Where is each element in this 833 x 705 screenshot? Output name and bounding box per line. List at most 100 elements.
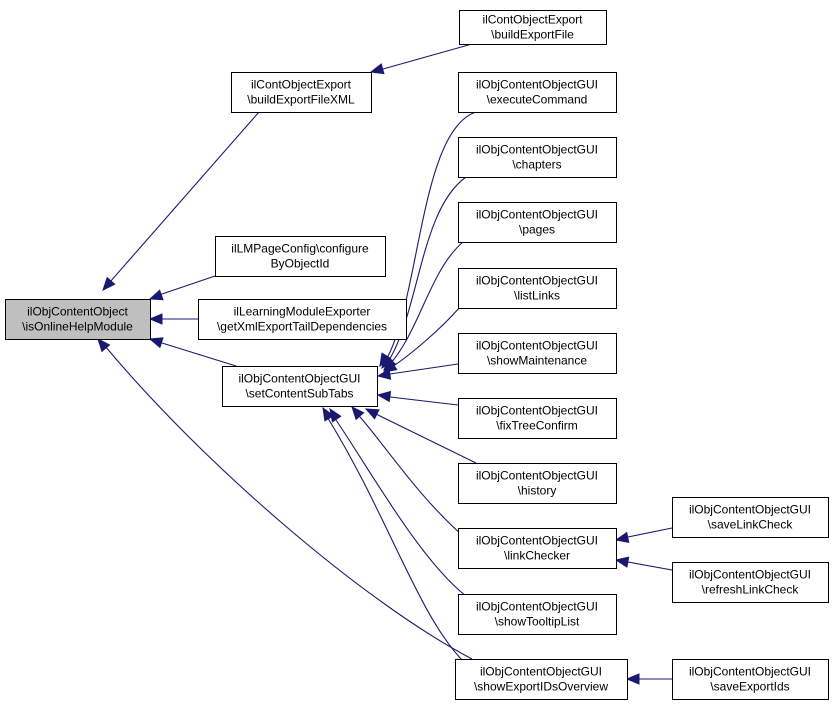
node-label-line: ilLearningModuleExporter xyxy=(234,305,371,319)
edge-connector xyxy=(102,281,111,291)
node-slc[interactable]: ilObjContentObjectGUI\saveLinkCheck xyxy=(672,497,829,538)
edge-hist-to-subtabs xyxy=(364,408,477,464)
node-rlc[interactable]: ilObjContentObjectGUI\refreshLinkCheck xyxy=(672,562,829,603)
node-label-line: ilObjContentObjectGUI xyxy=(480,665,602,679)
edge-connector xyxy=(377,373,391,377)
node-label-line: \getXmlExportTailDependencies xyxy=(217,320,387,334)
node-label-line: ilObjContentObjectGUI xyxy=(476,143,598,157)
arrowhead xyxy=(322,406,335,422)
edge-tt-to-subtabs xyxy=(329,407,467,597)
node-hist[interactable]: ilObjContentObjectGUI\history xyxy=(458,463,617,504)
node-label-line: \listLinks xyxy=(514,289,560,303)
node-box xyxy=(458,137,617,178)
node-label-line: ilObjContentObjectGUI xyxy=(689,503,811,517)
node-box xyxy=(455,659,628,700)
edge-line xyxy=(389,396,459,406)
node-lme[interactable]: ilLearningModuleExporter\getXmlExportTai… xyxy=(198,299,407,340)
edge-rlc-to-lc xyxy=(614,556,673,571)
edge-connector xyxy=(377,394,391,398)
edge-line xyxy=(387,176,467,363)
edges-layer xyxy=(97,43,673,685)
edge-sei-to-seo xyxy=(625,673,672,685)
node-label-line: \fixTreeConfirm xyxy=(496,419,578,433)
node-box xyxy=(672,659,829,700)
edge-lme-to-root xyxy=(148,313,198,325)
edge-connector xyxy=(365,408,379,416)
node-pages[interactable]: ilObjContentObjectGUI\pages xyxy=(458,202,617,243)
node-label-line: ilObjContentObjectGUI xyxy=(476,600,598,614)
node-tt[interactable]: ilObjContentObjectGUI\showTooltipList xyxy=(458,594,617,635)
node-label-line: ilContObjectExport xyxy=(482,13,583,27)
edge-seo-to-root xyxy=(97,338,473,660)
node-label-line: \linkChecker xyxy=(504,549,570,563)
node-label-line: ilObjContentObjectGUI xyxy=(476,78,598,92)
node-label-line: ilObjContentObjectGUI xyxy=(476,534,598,548)
arrowhead xyxy=(382,360,398,373)
edge-line xyxy=(377,414,477,464)
edge-slc-to-lc xyxy=(614,527,673,544)
edge-line xyxy=(161,275,216,295)
edge-line xyxy=(335,419,467,597)
edge-connector xyxy=(149,293,163,300)
node-root[interactable]: ilObjContentObject\isOnlineHelpModule xyxy=(5,299,151,340)
edge-subtabs-to-root xyxy=(148,337,237,367)
edge-links-to-subtabs xyxy=(382,306,461,373)
edge-connector xyxy=(615,536,629,541)
node-box xyxy=(672,497,829,538)
node-label-line: ilObjContentObjectGUI xyxy=(476,208,598,222)
node-box xyxy=(459,10,607,45)
node-label-line: ilObjContentObjectGUI xyxy=(689,568,811,582)
node-label-line: \showMaintenance xyxy=(487,354,587,368)
node-label-line: \executeCommand xyxy=(487,93,588,107)
nodes-layer: ilObjContentObject\isOnlineHelpModule ilC… xyxy=(5,10,829,700)
edge-line xyxy=(382,43,473,70)
node-label-line: ilObjContentObjectGUI xyxy=(476,274,598,288)
edge-line xyxy=(104,345,473,660)
edge-connector xyxy=(322,407,330,421)
edge-line xyxy=(161,342,237,367)
node-label-line: \buildExportFile xyxy=(491,28,574,42)
edge-connector xyxy=(329,408,337,421)
node-links[interactable]: ilObjContentObjectGUI\listLinks xyxy=(458,268,617,309)
node-label-line: ilObjContentObjectGUI xyxy=(476,469,598,483)
node-subtabs[interactable]: ilObjContentObjectGUI\setContentSubTabs xyxy=(222,366,378,407)
node-box xyxy=(198,299,407,340)
node-box xyxy=(672,562,829,603)
node-label-line: ilObjContentObjectGUI xyxy=(238,372,360,386)
node-label-line: ilObjContentObjectGUI xyxy=(689,665,811,679)
node-sei[interactable]: ilObjContentObjectGUI\saveExportIds xyxy=(672,659,829,700)
edge-connector xyxy=(615,559,629,563)
edge-line xyxy=(109,111,260,283)
node-box xyxy=(5,299,151,340)
node-box xyxy=(458,333,617,374)
edge-lmpc-to-root xyxy=(148,275,216,301)
edge-cxml-to-root xyxy=(102,111,260,291)
node-label-line: \setContentSubTabs xyxy=(245,387,353,401)
node-label-line: ilObjContentObjectGUI xyxy=(476,404,598,418)
node-chap[interactable]: ilObjContentObjectGUI\chapters xyxy=(458,137,617,178)
node-seo[interactable]: ilObjContentObjectGUI\showExportIDsOverv… xyxy=(455,659,628,700)
edge-connector xyxy=(149,338,163,344)
node-label-line: \refreshLinkCheck xyxy=(702,583,800,597)
node-label-line: ilObjContentObjectGUI xyxy=(476,339,598,353)
node-maint[interactable]: ilObjContentObjectGUI\showMaintenance xyxy=(458,333,617,374)
edge-maint-to-subtabs xyxy=(376,363,459,380)
node-box xyxy=(231,72,372,113)
node-label-line: \saveLinkCheck xyxy=(708,518,794,532)
node-box xyxy=(458,268,617,309)
edge-connector xyxy=(97,338,106,347)
node-box xyxy=(222,366,378,407)
node-box xyxy=(458,594,617,635)
node-lc[interactable]: ilObjContentObjectGUI\linkChecker xyxy=(458,528,617,569)
node-cxml[interactable]: ilContObjectExport\buildExportFileXML xyxy=(231,72,372,113)
node-label-line: \showExportIDsOverview xyxy=(474,680,608,694)
node-label-line: \pages xyxy=(519,223,555,237)
node-label-line: ByObjectId xyxy=(271,257,330,271)
node-box xyxy=(458,528,617,569)
node-label-line: \chapters xyxy=(512,158,561,172)
node-exec[interactable]: ilObjContentObjectGUI\executeCommand xyxy=(458,72,617,113)
node-cfile[interactable]: ilContObjectExport\buildExportFile xyxy=(459,10,607,45)
node-fix[interactable]: ilObjContentObjectGUI\fixTreeConfirm xyxy=(458,398,617,439)
edge-connector xyxy=(351,406,361,418)
